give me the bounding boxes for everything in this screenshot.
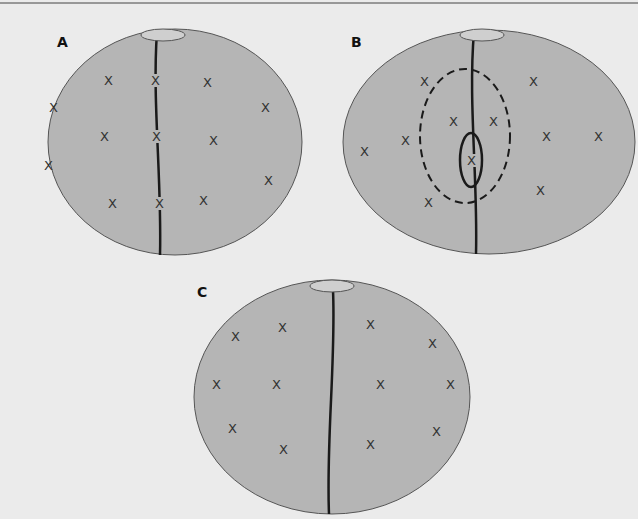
x-mark: X <box>151 130 162 143</box>
x-mark: X <box>594 130 603 143</box>
dashed-region <box>420 69 510 203</box>
x-mark: X <box>366 318 375 331</box>
x-mark: X <box>209 134 218 147</box>
pole <box>310 280 354 292</box>
x-mark: X <box>212 378 221 391</box>
x-mark: X <box>401 134 410 147</box>
x-mark: X <box>432 425 441 438</box>
x-mark: X <box>104 74 113 87</box>
x-mark: X <box>279 443 288 456</box>
x-mark: X <box>542 130 551 143</box>
x-mark: X <box>100 130 109 143</box>
x-mark: X <box>489 115 498 128</box>
embryo-outline <box>194 280 470 514</box>
x-mark: X <box>272 378 281 391</box>
x-mark: X <box>449 115 458 128</box>
x-mark: X <box>228 422 237 435</box>
x-mark: X <box>428 337 437 350</box>
panel-letter: B <box>351 36 362 49</box>
panel-letter: A <box>57 36 68 49</box>
x-mark: X <box>446 378 455 391</box>
pole <box>460 29 504 41</box>
embryo-outline <box>48 29 302 255</box>
top-rule <box>0 3 638 4</box>
x-mark: X <box>264 174 273 187</box>
x-mark: X <box>376 378 385 391</box>
x-mark: X <box>154 197 165 210</box>
x-mark: X <box>108 197 117 210</box>
midline <box>472 32 476 254</box>
midline <box>156 32 161 255</box>
x-mark: X <box>49 101 58 114</box>
x-mark: X <box>366 438 375 451</box>
x-mark: X <box>536 184 545 197</box>
x-mark: X <box>424 196 433 209</box>
pole <box>141 29 185 41</box>
x-mark: X <box>466 154 477 167</box>
x-mark: X <box>44 159 53 172</box>
solid-region <box>460 133 482 187</box>
x-mark: X <box>261 101 270 114</box>
x-mark: X <box>150 74 161 87</box>
x-mark: X <box>203 76 212 89</box>
midline <box>328 290 333 514</box>
x-mark: X <box>360 145 369 158</box>
embryo-outline <box>343 30 635 254</box>
x-mark: X <box>199 194 208 207</box>
panel-letter: C <box>197 286 207 299</box>
x-mark: X <box>278 321 287 334</box>
x-mark: X <box>529 75 538 88</box>
x-mark: X <box>420 75 429 88</box>
x-mark: X <box>231 330 240 343</box>
